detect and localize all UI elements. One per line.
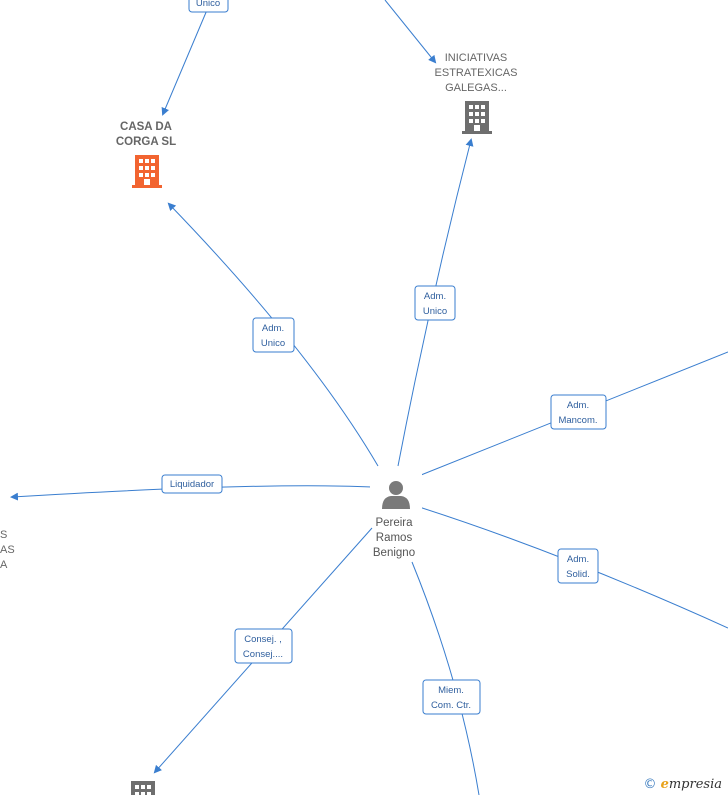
person-name-line: Pereira	[375, 517, 413, 529]
edge-person-to-bottom	[411, 561, 480, 795]
company-name-line: CASA DA	[120, 121, 172, 133]
copyright-symbol: ©	[643, 777, 657, 792]
edge-label-text: Consej. ,	[244, 634, 282, 645]
edge-label-adm-unico-casa[interactable]: Adm. Unico	[252, 317, 295, 353]
company-name-line: CORGA SL	[116, 136, 176, 148]
person-icon	[382, 481, 410, 509]
person-name-line: Benigno	[373, 547, 415, 559]
edge-top-to-casa	[161, 9, 208, 116]
edge-label-text: Miem.	[438, 685, 464, 696]
company-node-left-clipped[interactable]: S AS A	[0, 529, 15, 571]
edge-label-text: Solid.	[566, 569, 590, 580]
edge-label-text: Mancom.	[558, 415, 597, 426]
company-name-line: S	[0, 529, 7, 541]
building-icon	[462, 101, 492, 134]
edge-label-text: Adm.	[262, 323, 284, 334]
edge-label-text: Adm.	[567, 554, 589, 565]
edge-label-liquidador[interactable]: Liquidador	[161, 474, 223, 494]
edge-label-text: Liquidador	[170, 479, 214, 490]
edge-top-to-iniciativas	[384, 0, 437, 64]
building-icon	[132, 155, 162, 188]
edge-label-adm-unico-iniciativas[interactable]: Adm. Unico	[414, 285, 456, 321]
edge-label-text: Unico	[261, 338, 285, 349]
edge-label-adm-mancom[interactable]: Adm. Mancom.	[550, 394, 607, 430]
building-icon	[131, 781, 155, 795]
company-name-line: AS	[0, 544, 15, 556]
edge-label-text: Unico	[423, 306, 447, 317]
company-node-iniciativas[interactable]: INICIATIVAS ESTRATEXICAS GALEGAS...	[435, 52, 518, 134]
edge-label-miem-com-ctr[interactable]: Miem. Com. Ctr.	[422, 679, 481, 715]
person-node-pereira-ramos-benigno[interactable]: Pereira Ramos Benigno	[370, 468, 422, 559]
company-node-bottom-left[interactable]	[131, 781, 155, 795]
person-name-line: Ramos	[376, 532, 413, 544]
edge-label-text: Adm.	[424, 291, 446, 302]
company-name-line: ESTRATEXICAS	[435, 67, 518, 79]
edge-person-to-left	[10, 485, 373, 501]
company-node-casa-da-corga[interactable]: CASA DA CORGA SL	[116, 121, 176, 188]
company-name-line: INICIATIVAS	[445, 52, 508, 64]
edge-label-text: Com. Ctr.	[431, 700, 471, 711]
company-name-line: GALEGAS...	[445, 82, 507, 94]
empresia-watermark: © empresia	[643, 777, 722, 792]
brand-logo: empresia	[660, 777, 722, 792]
edge-label-text: Unico	[196, 0, 220, 9]
edges	[10, 0, 728, 795]
edge-label-top-unico[interactable]: Unico	[188, 0, 229, 13]
edge-label-consej[interactable]: Consej. , Consej....	[234, 628, 293, 664]
edge-label-text: Adm.	[567, 400, 589, 411]
company-name-line: A	[0, 559, 8, 571]
edge-label-adm-solid[interactable]: Adm. Solid.	[557, 548, 599, 584]
edge-label-text: Consej....	[243, 649, 283, 660]
